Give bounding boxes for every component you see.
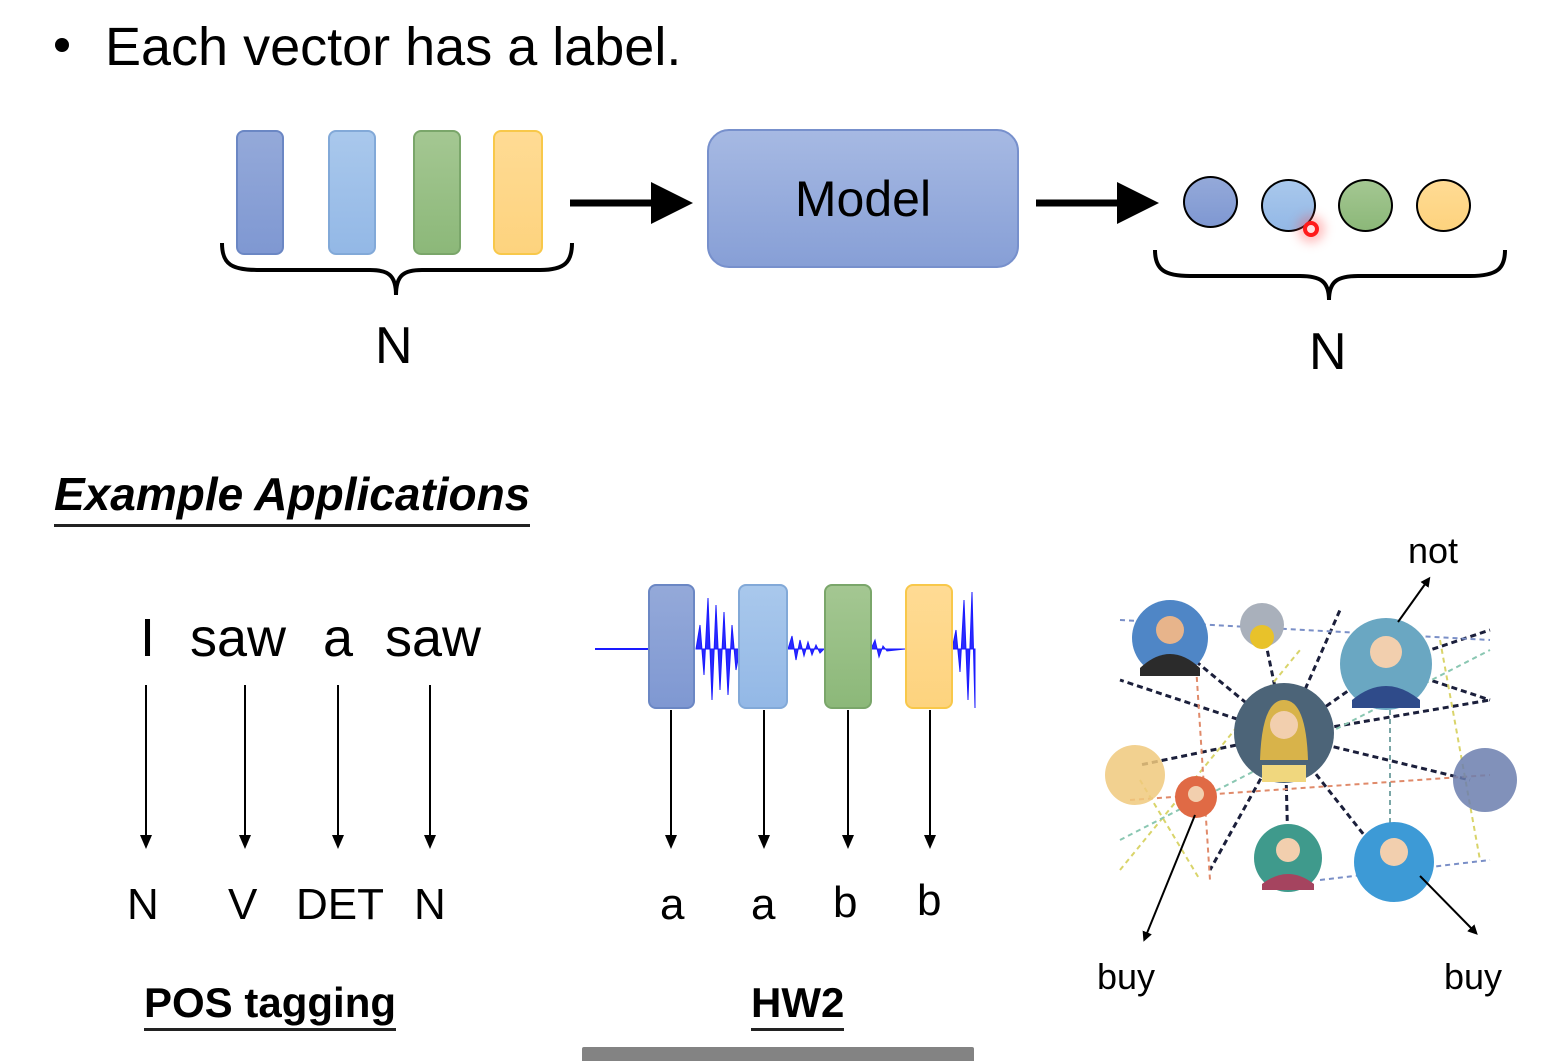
hw2-vector-1 — [648, 584, 695, 709]
output-label-4 — [1416, 179, 1471, 232]
hw2-vector-2 — [738, 584, 788, 709]
input-brace — [220, 242, 574, 296]
output-count-label: N — [1309, 323, 1347, 381]
node-label-not: not — [1408, 530, 1459, 571]
hw2-vector-3 — [824, 584, 872, 709]
social-network-graph — [1105, 576, 1517, 942]
bullet-item: Each vector has a label. — [55, 14, 681, 80]
hw2-label: b — [833, 878, 858, 927]
hw2-label: a — [660, 880, 685, 929]
model-box: Model — [707, 129, 1019, 268]
pos-tag: N — [414, 880, 446, 929]
pos-tag: N — [127, 880, 159, 929]
avatar-node — [1105, 745, 1165, 805]
hw2-label: b — [917, 876, 942, 925]
section-title: Example Applications — [54, 466, 531, 527]
input-vector-2 — [328, 130, 376, 255]
not-arrow — [1397, 576, 1431, 623]
bullet-text: Each vector has a label. — [105, 17, 682, 77]
pos-input-word: saw — [190, 608, 287, 668]
audio-waveform — [595, 591, 976, 709]
buy-arrow-right — [1419, 875, 1478, 935]
hw2-title: HW2 — [751, 978, 845, 1031]
hw2-label: a — [751, 880, 776, 929]
node-label-buy-left: buy — [1097, 956, 1156, 997]
hw2-vector-4 — [905, 584, 953, 709]
pos-tagging-title: POS tagging — [144, 978, 396, 1031]
input-vector-3 — [413, 130, 461, 255]
pos-input-word: saw — [385, 608, 482, 668]
buy-arrow-left — [1142, 814, 1196, 942]
pos-tag: V — [228, 880, 258, 929]
pos-input-word: I — [140, 608, 156, 668]
model-label: Model — [794, 170, 932, 227]
input-count-label: N — [375, 317, 413, 375]
output-label-3 — [1338, 179, 1393, 232]
input-vector-1 — [236, 130, 284, 255]
input-vector-4 — [493, 130, 543, 255]
pos-tag: DET — [296, 880, 384, 929]
laser-pointer-icon — [1303, 221, 1319, 237]
output-brace — [1153, 249, 1507, 301]
player-control-bar[interactable] — [582, 1047, 974, 1061]
pos-input-word: a — [323, 608, 354, 668]
output-label-1 — [1183, 176, 1238, 228]
avatar-node — [1453, 748, 1517, 812]
bullet-dot-icon — [55, 37, 69, 52]
node-label-buy-right: buy — [1444, 956, 1503, 997]
